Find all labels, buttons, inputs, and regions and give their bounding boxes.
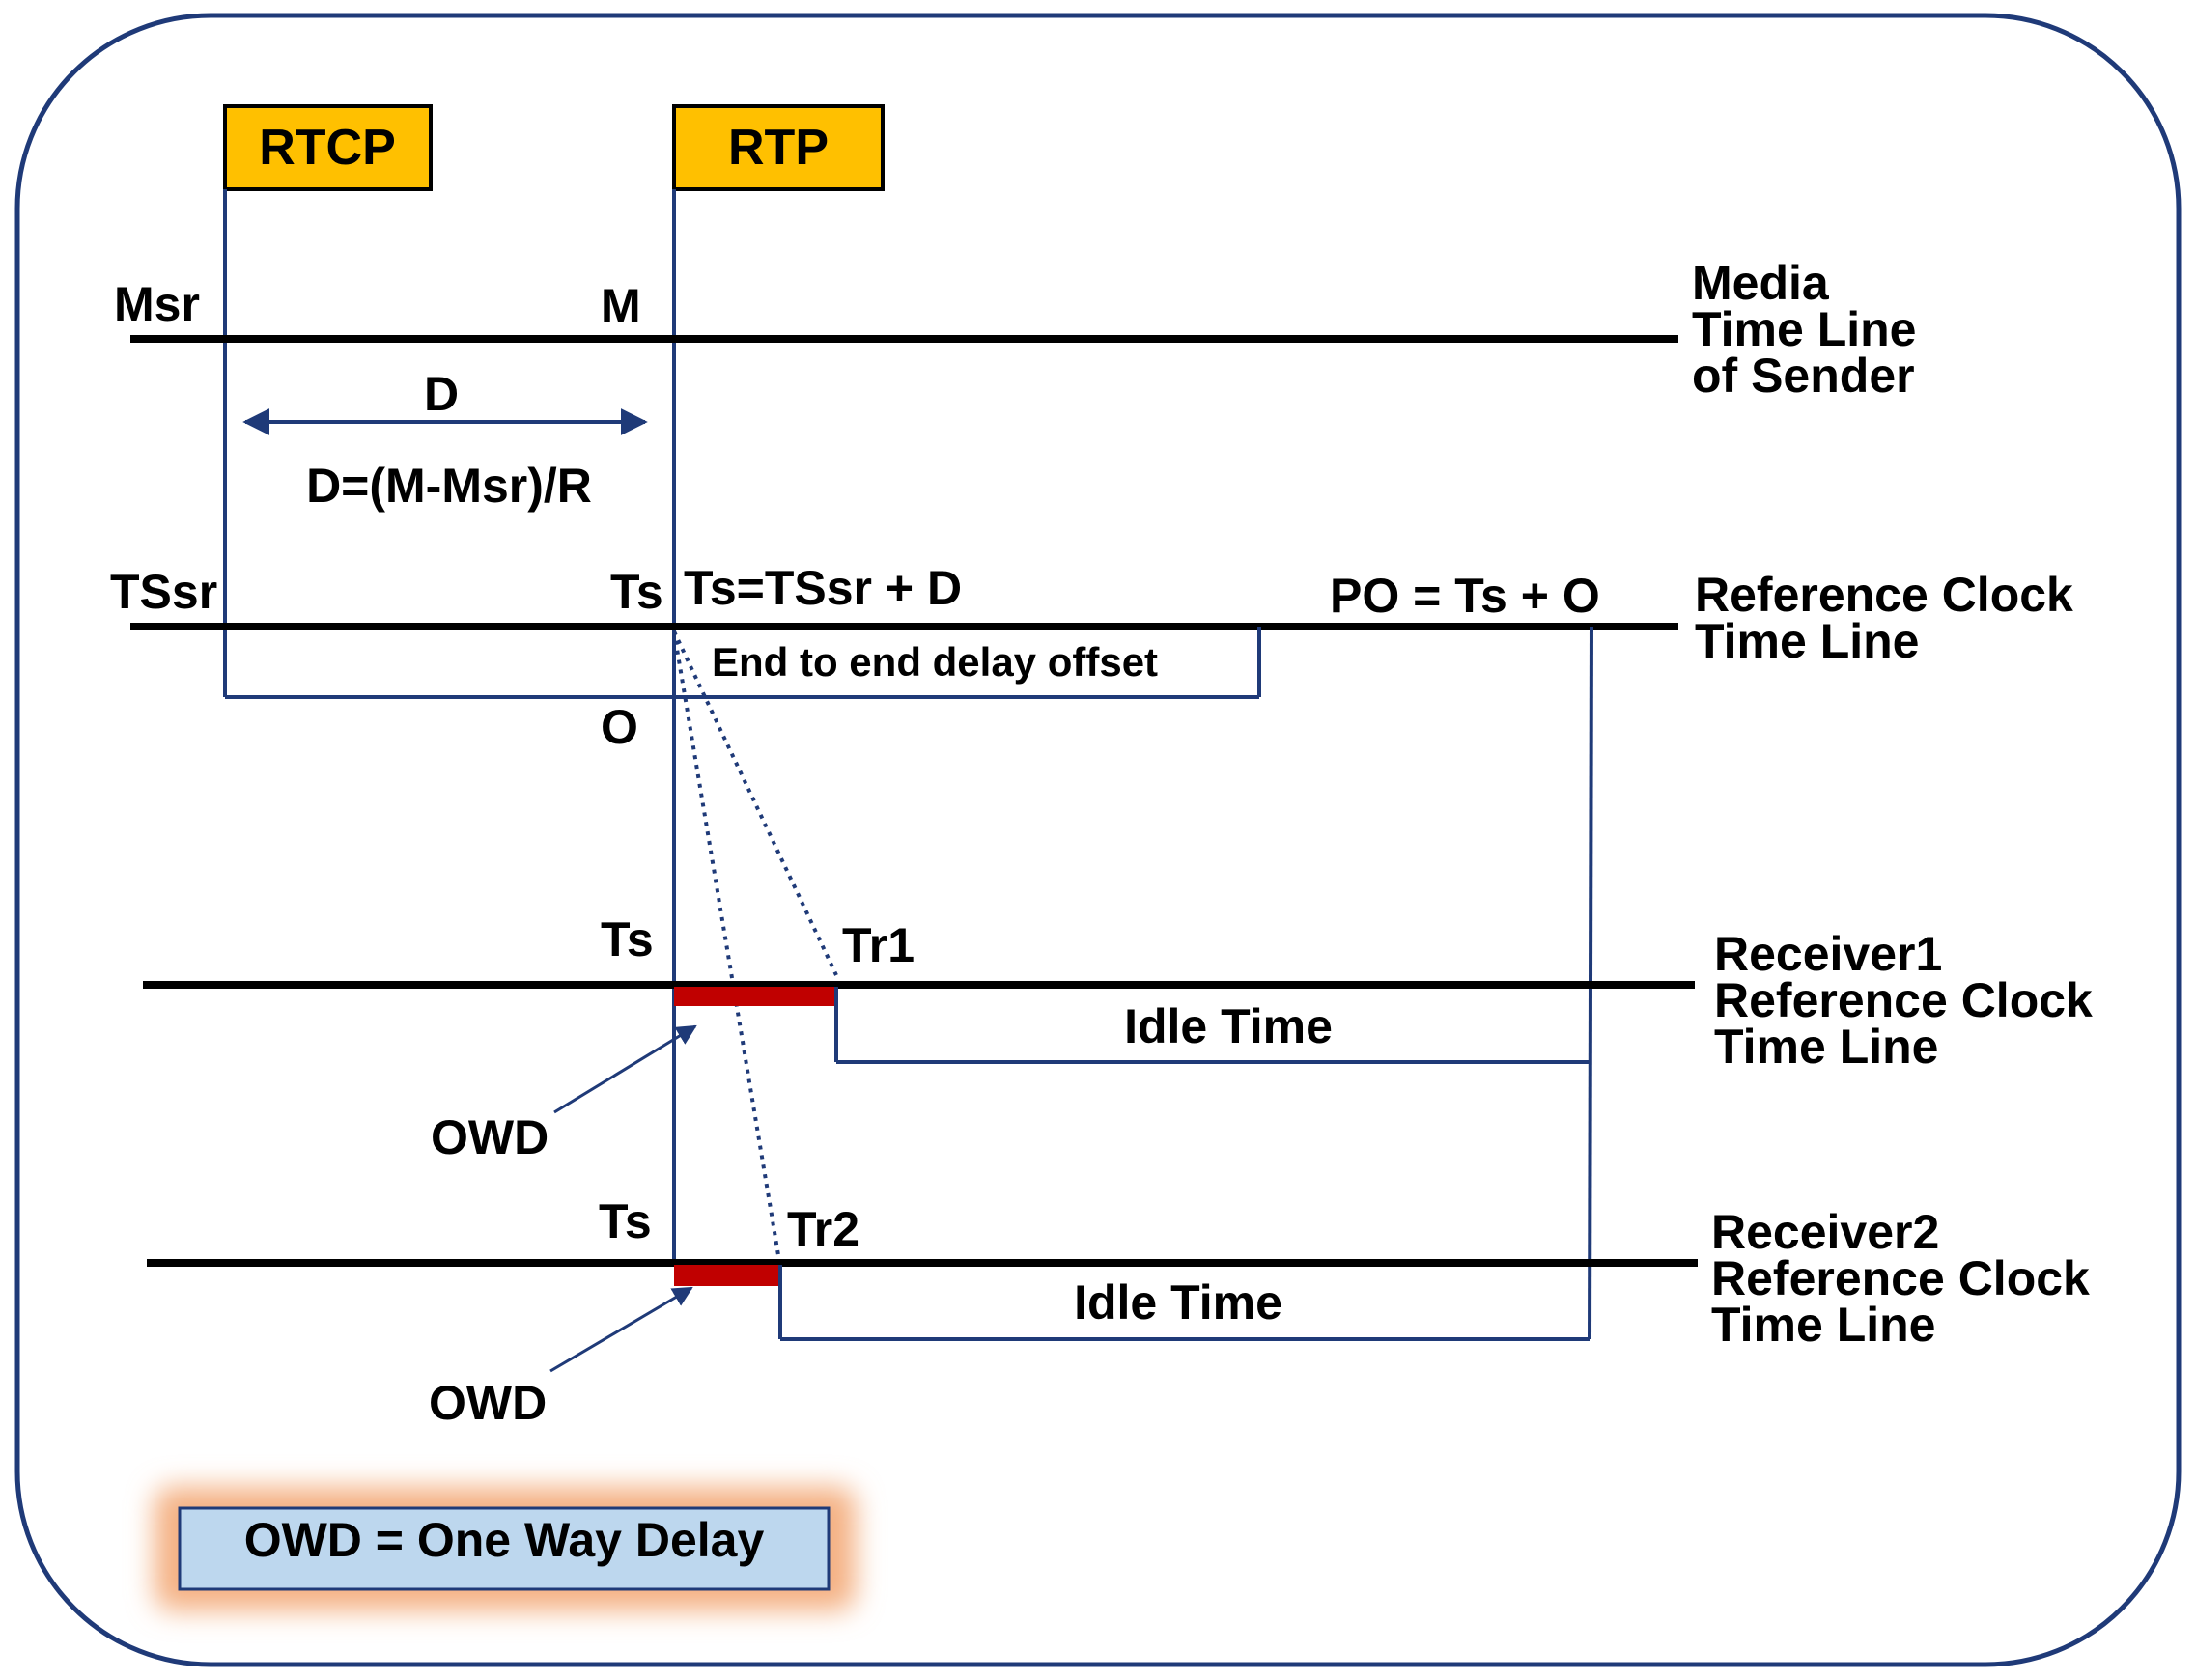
rtcp-header-label: RTCP [259,120,396,176]
msr-label: Msr [114,277,200,331]
reference-timeline-title-2: Time Line [1695,614,1919,668]
rtp-header-label: RTP [728,120,829,176]
po-formula: PO = Ts + O [1330,569,1600,623]
receiver1-tr-label: Tr1 [842,918,915,972]
receiver2-owd-label: OWD [429,1376,547,1430]
tssr-label: TSsr [110,565,217,619]
receiver2-title-1: Receiver2 [1711,1205,1939,1259]
media-timeline-title-2: Time Line [1692,302,1916,356]
receiver2-owd-pointer [549,1286,693,1373]
rtcp-header-box [223,104,433,191]
receiver1-ts-label: Ts [601,912,654,966]
offset-label: O [601,700,638,754]
legend-text: OWD = One Way Delay [244,1513,765,1567]
receiver1-idle-label: Idle Time [1124,999,1333,1053]
receiver2-tr-label: Tr2 [787,1202,859,1256]
receiver2-ts-label: Ts [599,1194,652,1248]
propagation-dotted-line-2 [672,630,780,1256]
receiver1-title-3: Time Line [1714,1020,1938,1074]
duration-label: D [424,367,459,421]
receiver1-title-1: Receiver1 [1714,927,1942,981]
receiver1-owd-pointer [553,1024,697,1114]
receiver1-title-2: Reference Clock [1714,973,2093,1027]
receiver2-idle-label: Idle Time [1074,1275,1282,1330]
receiver2-owd-bar [674,1265,780,1286]
ts-label-reference: Ts [610,565,663,619]
duration-formula: D=(M-Msr)/R [306,459,592,513]
receiver1-owd-bar [674,987,836,1006]
ts-formula: Ts=TSsr + D [684,561,962,615]
media-timeline-title-3: of Sender [1692,349,1915,403]
offset-box-label: End to end delay offset [712,639,1158,685]
media-timeline-title-1: Media [1692,256,1830,310]
receiver2-title-3: Time Line [1711,1298,1935,1352]
rtp-header-box [672,104,885,191]
receiver1-owd-label: OWD [431,1110,549,1164]
reference-timeline-title-1: Reference Clock [1695,568,2073,622]
receiver2-title-2: Reference Clock [1711,1251,2090,1305]
m-label: M [601,279,641,333]
legend-box [178,1506,831,1591]
diagram-frame [14,13,2182,1667]
